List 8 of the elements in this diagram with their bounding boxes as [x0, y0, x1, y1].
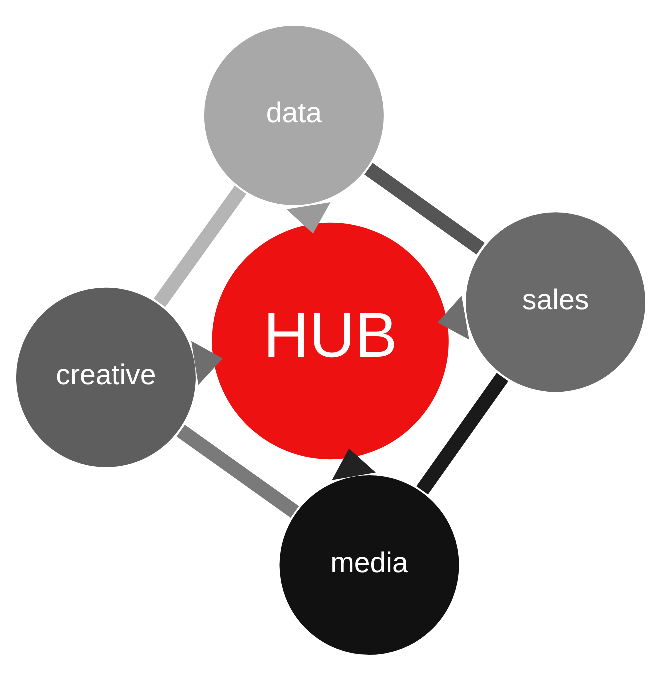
connector — [364, 162, 485, 254]
arrow — [192, 340, 223, 385]
arrow — [286, 202, 331, 234]
connector — [176, 424, 300, 518]
arrow — [438, 296, 470, 340]
arrow — [332, 448, 376, 480]
connector — [416, 372, 509, 494]
connector — [154, 185, 247, 307]
